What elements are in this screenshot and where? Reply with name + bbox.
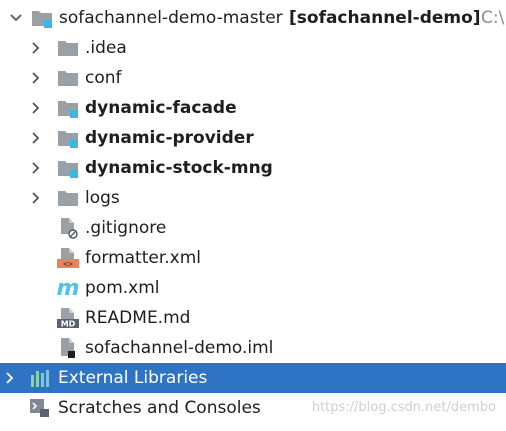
module-folder-icon: [57, 97, 79, 119]
folder-icon: [57, 37, 79, 59]
scratches-icon: [29, 397, 51, 419]
watermark-text: https://blog.csdn.net/dembo: [311, 400, 496, 415]
chevron-right-icon[interactable]: [29, 131, 43, 145]
chevron-right-icon[interactable]: [29, 161, 43, 175]
module-folder-icon: [57, 127, 79, 149]
tree-row-iml[interactable]: sofachannel-demo.iml: [0, 333, 506, 363]
folder-icon: [57, 67, 79, 89]
ignore-file-icon: [57, 217, 79, 239]
tree-row-scratches[interactable]: Scratches and Consoles: [0, 393, 506, 423]
root-module-name: [sofachannel-demo]: [289, 8, 481, 28]
tree-row-readme-md[interactable]: MD README.md: [0, 303, 506, 333]
tree-item-label: formatter.xml: [85, 248, 202, 268]
tree-item-label: External Libraries: [58, 368, 208, 388]
module-folder-icon: [57, 157, 79, 179]
tree-item-label: Scratches and Consoles: [58, 398, 261, 418]
tree-row-dynamic-provider[interactable]: dynamic-provider: [0, 123, 506, 153]
markdown-file-icon: MD: [57, 307, 79, 329]
chevron-right-icon[interactable]: [29, 41, 43, 55]
tree-item-label: .idea: [85, 38, 127, 58]
root-project-name: sofachannel-demo-master: [59, 8, 283, 28]
tree-item-label: sofachannel-demo.iml: [85, 338, 274, 358]
tree-item-label: logs: [85, 188, 120, 208]
root-path: C:\: [481, 8, 505, 28]
tree-row-idea[interactable]: .idea: [0, 33, 506, 63]
tree-item-label: dynamic-stock-mng: [85, 158, 273, 178]
tree-row-gitignore[interactable]: .gitignore: [0, 213, 506, 243]
tree-item-label: conf: [85, 68, 122, 88]
maven-glyph: m: [57, 276, 79, 299]
md-badge-text: MD: [61, 320, 76, 329]
chevron-right-icon[interactable]: [3, 371, 17, 385]
xml-file-icon: <>: [57, 247, 79, 269]
library-icon: [29, 367, 51, 389]
tree-row-dynamic-stock-mng[interactable]: dynamic-stock-mng: [0, 153, 506, 183]
tree-row-dynamic-facade[interactable]: dynamic-facade: [0, 93, 506, 123]
xml-badge-text: <>: [63, 260, 73, 269]
tree-item-label: .gitignore: [85, 218, 167, 238]
chevron-down-icon[interactable]: [9, 11, 23, 25]
module-file-icon: [57, 337, 79, 359]
tree-row-root[interactable]: sofachannel-demo-master [sofachannel-dem…: [0, 3, 506, 33]
tree-row-conf[interactable]: conf: [0, 63, 506, 93]
tree-row-pom-xml[interactable]: m pom.xml: [0, 273, 506, 303]
tree-row-logs[interactable]: logs: [0, 183, 506, 213]
chevron-right-icon[interactable]: [29, 71, 43, 85]
module-folder-icon: [31, 7, 53, 29]
tree-item-label: pom.xml: [85, 278, 160, 298]
tree-row-formatter-xml[interactable]: <> formatter.xml: [0, 243, 506, 273]
chevron-right-icon[interactable]: [29, 191, 43, 205]
folder-icon: [57, 187, 79, 209]
tree-item-label: dynamic-provider: [85, 128, 254, 148]
chevron-right-icon[interactable]: [29, 101, 43, 115]
tree-item-label: dynamic-facade: [85, 98, 237, 118]
tree-row-external-libraries[interactable]: External Libraries: [0, 363, 506, 393]
tree-item-label: README.md: [85, 308, 191, 328]
maven-icon: m: [57, 275, 80, 301]
